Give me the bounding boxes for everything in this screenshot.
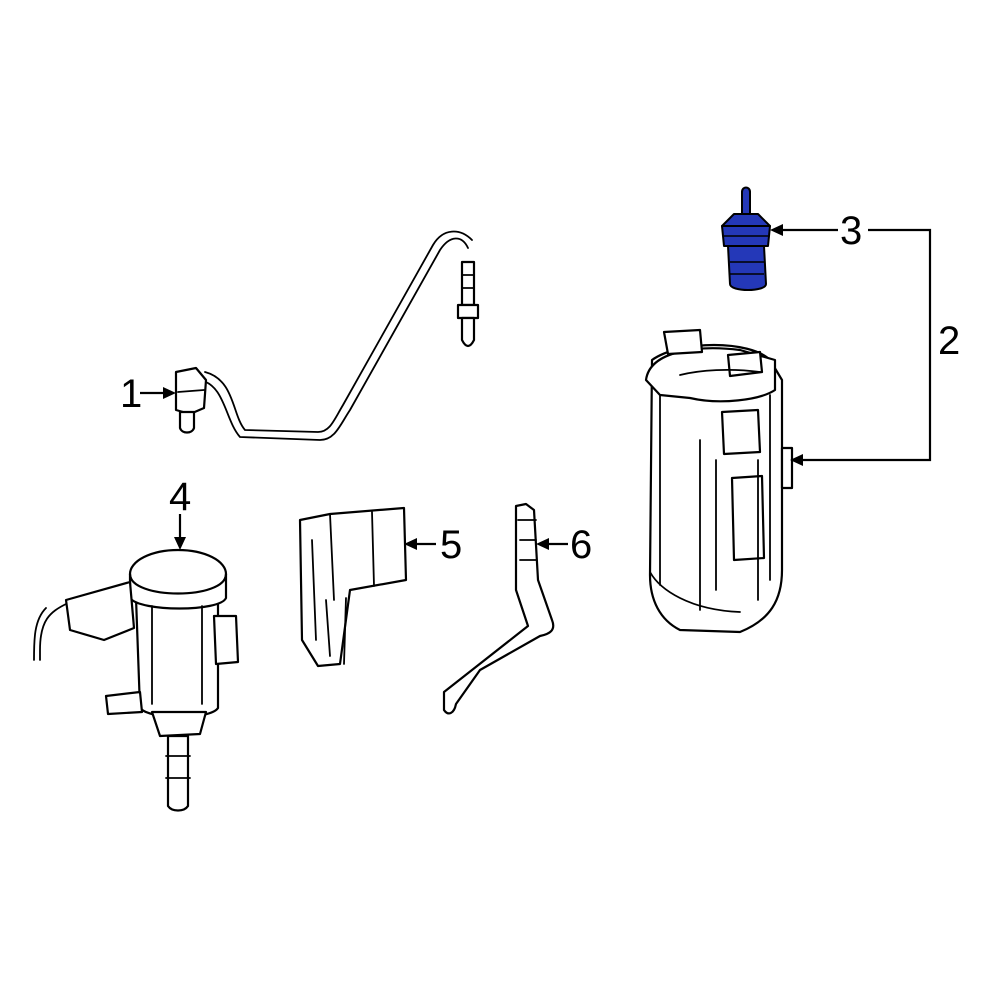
callout-6: 6: [570, 523, 592, 567]
part-3-valve-fitting[interactable]: [721, 186, 771, 291]
part-4-vacuum-valve[interactable]: [33, 548, 240, 812]
part-6-strap[interactable]: [442, 502, 555, 715]
part-1-oxygen-sensor[interactable]: [174, 230, 480, 441]
part-2-canister[interactable]: [644, 328, 794, 634]
part-5-bracket[interactable]: [298, 506, 408, 668]
callout-2: 2: [938, 319, 960, 363]
callout-5: 5: [440, 523, 462, 567]
callout-3: 3: [840, 209, 862, 253]
callout-leaders: [140, 224, 932, 550]
callout-1: 1: [120, 372, 142, 416]
callout-4: 4: [169, 475, 191, 519]
